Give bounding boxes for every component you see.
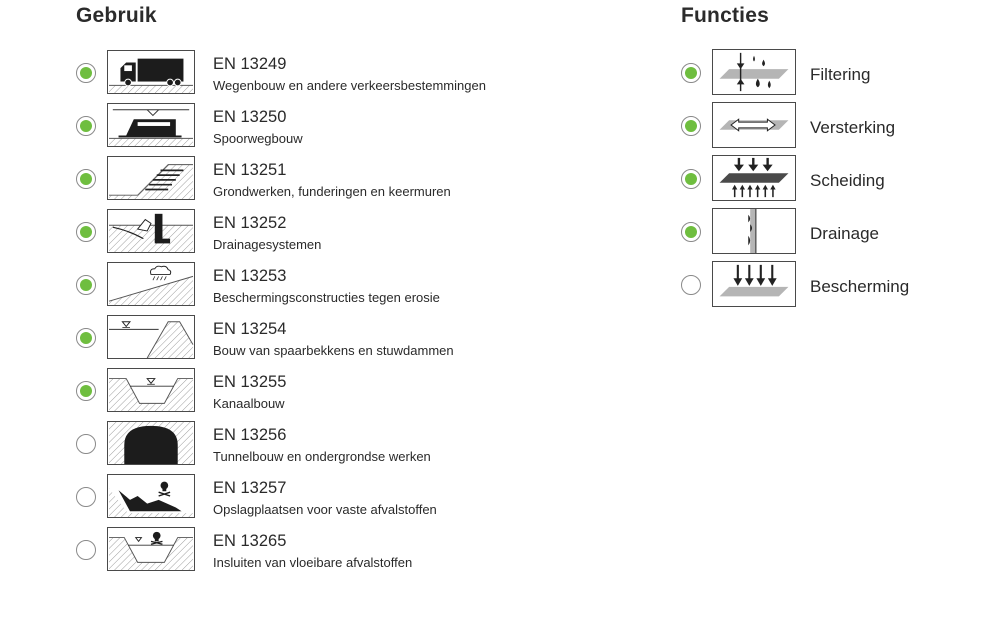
usage-code: EN 13249: [213, 55, 287, 73]
function-label: Versterking: [810, 118, 896, 137]
usage-checked-indicator: [76, 275, 96, 295]
usage-code: EN 13257: [213, 479, 287, 497]
reinforcement-icon: [712, 102, 796, 148]
usage-description: Wegenbouw en andere verkeersbestemmingen: [213, 78, 486, 93]
drainage-system-icon: [107, 209, 195, 253]
usage-code: EN 13250: [213, 108, 287, 126]
usage-code: EN 13254: [213, 320, 287, 338]
usage-description: Insluiten van vloeibare afvalstoffen: [213, 555, 413, 570]
filtering-icon: [712, 49, 796, 95]
function-checked-indicator: [681, 275, 701, 295]
usage-checked-indicator: [76, 434, 96, 454]
usage-description: Tunnelbouw en ondergrondse werken: [213, 449, 431, 464]
usage-description: Spoorwegbouw: [213, 131, 303, 146]
usage-checked-indicator: [76, 222, 96, 242]
usage-code: EN 13265: [213, 532, 287, 550]
function-label: Drainage: [810, 224, 879, 243]
usage-description: Drainagesystemen: [213, 237, 322, 252]
usage-code: EN 13256: [213, 426, 287, 444]
usage-code: EN 13253: [213, 267, 287, 285]
function-checked-indicator: [681, 116, 701, 136]
erosion-icon: [107, 262, 195, 306]
function-checked-indicator: [681, 222, 701, 242]
function-label: Filtering: [810, 65, 871, 84]
usage-checked-indicator: [76, 381, 96, 401]
usage-checked-indicator: [76, 169, 96, 189]
tunnel-icon: [107, 421, 195, 465]
function-label: Scheiding: [810, 171, 885, 190]
function-checked-indicator: [681, 169, 701, 189]
train-icon: [107, 103, 195, 147]
solid-waste-icon: [107, 474, 195, 518]
protection-icon: [712, 261, 796, 307]
usage-description: Bouw van spaarbekkens en stuwdammen: [213, 343, 454, 358]
usage-description: Grondwerken, funderingen en keermuren: [213, 184, 451, 199]
earthworks-icon: [107, 156, 195, 200]
canal-icon: [107, 368, 195, 412]
liquid-waste-icon: [107, 527, 195, 571]
function-checked-indicator: [681, 63, 701, 83]
truck-icon: [107, 50, 195, 94]
usage-description: Opslagplaatsen voor vaste afvalstoffen: [213, 502, 437, 517]
usage-checked-indicator: [76, 487, 96, 507]
reservoir-icon: [107, 315, 195, 359]
gebruik-title: Gebruik: [76, 4, 157, 27]
usage-checked-indicator: [76, 328, 96, 348]
usage-checked-indicator: [76, 540, 96, 560]
usage-checked-indicator: [76, 116, 96, 136]
drainage-icon: [712, 208, 796, 254]
usage-code: EN 13255: [213, 373, 287, 391]
separation-icon: [712, 155, 796, 201]
usage-description: Beschermingsconstructies tegen erosie: [213, 290, 440, 305]
functies-title: Functies: [681, 4, 769, 27]
usage-checked-indicator: [76, 63, 96, 83]
function-label: Bescherming: [810, 277, 910, 296]
usage-code: EN 13251: [213, 161, 287, 179]
usage-description: Kanaalbouw: [213, 396, 285, 411]
usage-code: EN 13252: [213, 214, 287, 232]
